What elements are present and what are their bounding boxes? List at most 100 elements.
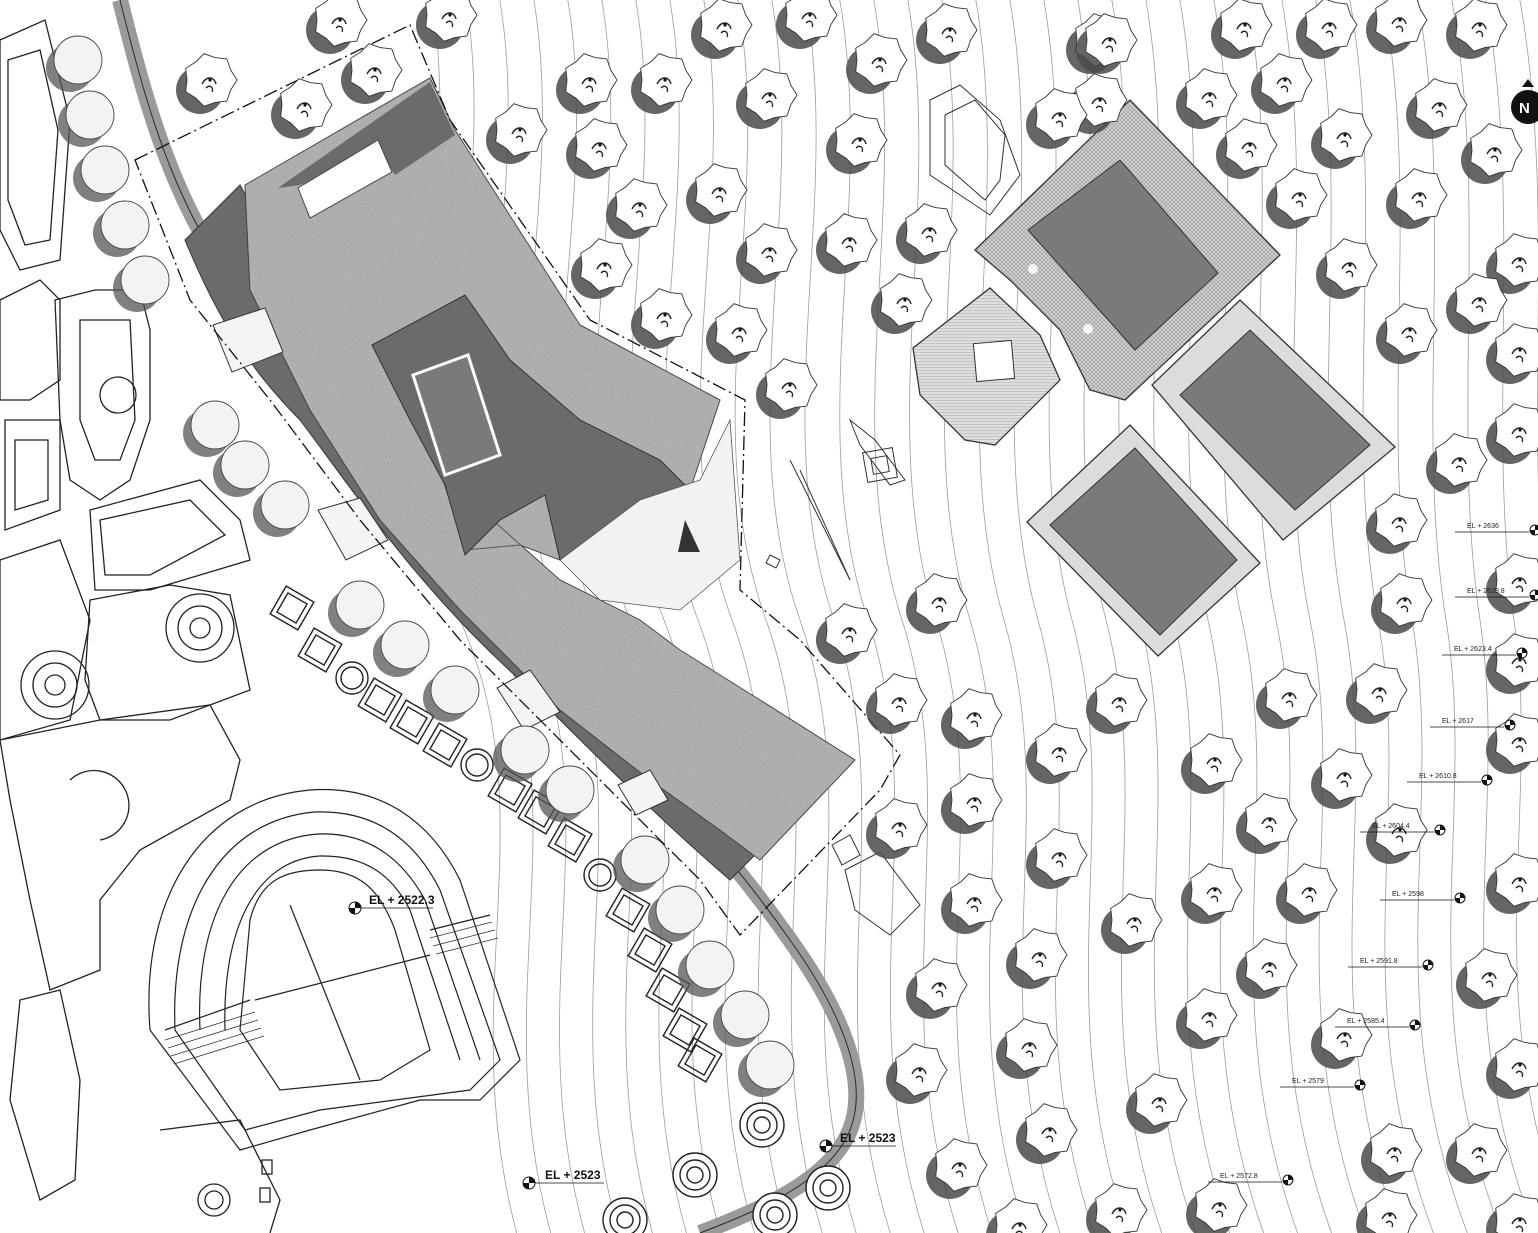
contour-elevation-label: EL + 2636 [1467,523,1499,530]
contour-elevation-marker: EL + 2572.8 [1208,1173,1294,1186]
street-tree [53,35,103,85]
tree [866,798,928,859]
street-trees [46,35,851,1233]
tree [1086,673,1148,734]
contour-elevation-marker: EL + 2629.8 [1455,588,1538,601]
contour-line [1009,0,1095,1233]
tree [1406,78,1468,139]
contour-elevation-marker: EL + 2598 [1380,891,1466,904]
tree [816,213,878,274]
street-tree [620,835,670,885]
trees [176,0,1538,1233]
planter-round-inner [340,666,364,690]
tree [1386,168,1448,229]
street-tree [500,725,550,775]
tree [1176,988,1238,1049]
bridges [212,307,669,816]
north-label: N [1519,100,1530,117]
roof-skylight [297,139,393,219]
pool-south-water [1049,447,1238,636]
contour-elevation-marker: EL + 2585.4 [1335,1018,1421,1031]
tree [566,118,628,179]
planter-square-inner [669,1014,701,1046]
planter-round-inner [588,863,612,887]
planter-square [357,677,403,723]
tree [1016,1103,1078,1164]
small-structures [765,84,1021,936]
tree [1311,748,1373,809]
contour-line [1451,0,1536,1233]
tree [1486,1038,1538,1099]
planter-square [389,699,435,745]
contour-line [1247,0,1333,1233]
planter-round [460,748,494,782]
tree [1236,938,1298,999]
tree [906,958,968,1019]
planter-round-inner [465,753,489,777]
pool-main [1027,159,1219,351]
tree [1311,1008,1373,1069]
tree [1371,573,1433,634]
contour-elevation-marker: EL + 2604.4 [1360,823,1446,836]
tree [1446,0,1508,59]
contour-elevation-label: EL + 2591.8 [1360,958,1398,965]
tree [691,0,753,59]
entry-triangle [678,520,700,552]
tree [1211,0,1273,59]
street-tree [430,665,480,715]
tree [1356,1188,1418,1233]
tree [736,68,798,129]
shrub [739,1102,785,1148]
tree [1176,68,1238,129]
tree [941,688,1003,749]
tree [1366,803,1428,864]
tree [871,273,933,334]
tree [896,203,958,264]
tree [926,1138,988,1199]
contour-elevation-marker: EL + 2623.4 [1442,646,1528,659]
tree [776,0,838,49]
street-tree [545,765,595,815]
courtyard-pool [411,353,502,477]
planter-square-inner [276,592,308,624]
contour-line [734,0,823,1233]
tree [631,53,693,114]
tree [1461,123,1523,184]
tree [1296,0,1358,59]
tree [1126,1073,1188,1134]
tree [1026,88,1088,149]
contour-line [873,0,959,1233]
tree [826,113,888,174]
tree [816,603,878,664]
tree [341,43,403,104]
tree [1366,493,1428,554]
elevation-label: EL + 2523 [840,1131,896,1145]
pool-east-water [1179,329,1371,511]
planter-square [269,585,315,631]
tree [1456,948,1518,1009]
contour-elevation-marker: EL + 2579 [1280,1078,1366,1091]
north-arrow-icon [1511,90,1538,124]
tree [941,773,1003,834]
tree [1181,863,1243,924]
contour-elevation-label: EL + 2598 [1392,891,1424,898]
planter-square [677,1037,723,1083]
shrub [805,1165,851,1211]
elevation-marker-plaza: EL + 2523 [522,1168,604,1190]
street-tree [380,620,430,670]
street-tree [220,440,270,490]
tree [1251,53,1313,114]
tree [1216,118,1278,179]
light-fixture [1083,324,1093,334]
roof-dark-band [278,82,455,188]
street-tree [720,990,770,1040]
tree [1361,1123,1423,1184]
contour-line [941,0,1027,1233]
tree [1256,668,1318,729]
tree [1486,853,1538,914]
tree [1486,553,1538,614]
street-tree [80,145,130,195]
entry-plaza [559,418,741,611]
tree [1346,663,1408,724]
